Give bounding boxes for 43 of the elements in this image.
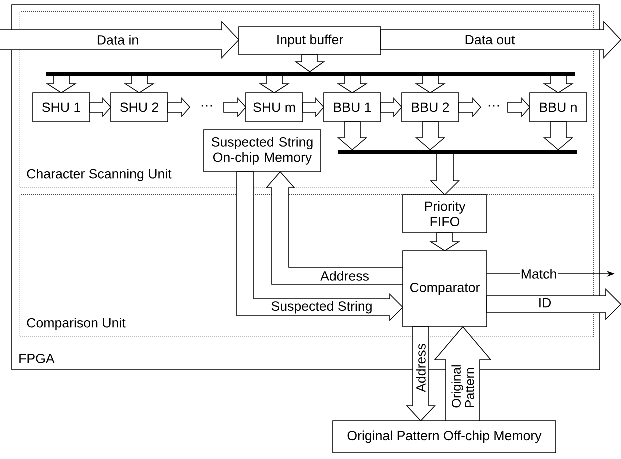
block-arrow: [124, 76, 155, 94]
block-arrow: [486, 288, 621, 320]
block-box: SHU m: [246, 92, 304, 122]
block-arrow: [302, 97, 325, 118]
block-arrow: [458, 97, 482, 118]
block-box: Suspected String On-chip Memory: [204, 130, 322, 172]
block-box: SHU 2: [110, 92, 168, 122]
block-arrow: [294, 54, 326, 72]
block-arrow: [0, 20, 240, 59]
block-box: BBU n: [530, 92, 588, 122]
block-box: SHU 1: [32, 92, 90, 122]
block-arrow: [90, 97, 112, 118]
edge-label: ID: [538, 298, 552, 308]
edge-label: Address: [320, 270, 370, 282]
bus-bar: [46, 72, 575, 76]
block-box: Original Pattern Off-chip Memory: [332, 420, 556, 454]
block-box: Comparator: [402, 250, 488, 328]
block-arrow: [380, 97, 403, 118]
block-arrow: [168, 97, 191, 118]
block-box: Input buffer: [238, 26, 382, 56]
block-arrow: [430, 232, 460, 252]
block-arrow: [415, 122, 446, 151]
block-arrow: [224, 97, 247, 118]
block-box: BBU 1: [324, 92, 382, 122]
ellipsis: ···: [202, 105, 212, 107]
edge-label: Suspected String: [270, 300, 374, 314]
block-box: Priority FIFO: [402, 194, 488, 234]
edge-label: Data in: [96, 34, 140, 46]
block-arrow: [508, 97, 531, 118]
block-arrow: [337, 122, 368, 151]
block-arrow: [543, 76, 574, 94]
block-arrow: [259, 76, 290, 94]
ellipsis: ···: [488, 105, 500, 107]
edge-label: Match: [520, 268, 558, 280]
block-arrow: [415, 76, 446, 94]
block-arrow: [337, 76, 368, 94]
edge-label: Data out: [464, 34, 516, 46]
block-arrow: [430, 154, 460, 196]
block-box: BBU 2: [402, 92, 460, 122]
block-arrow: [543, 122, 574, 151]
bus-bar: [338, 150, 577, 154]
block-arrow: [46, 76, 77, 94]
block-arrow: [380, 20, 621, 59]
